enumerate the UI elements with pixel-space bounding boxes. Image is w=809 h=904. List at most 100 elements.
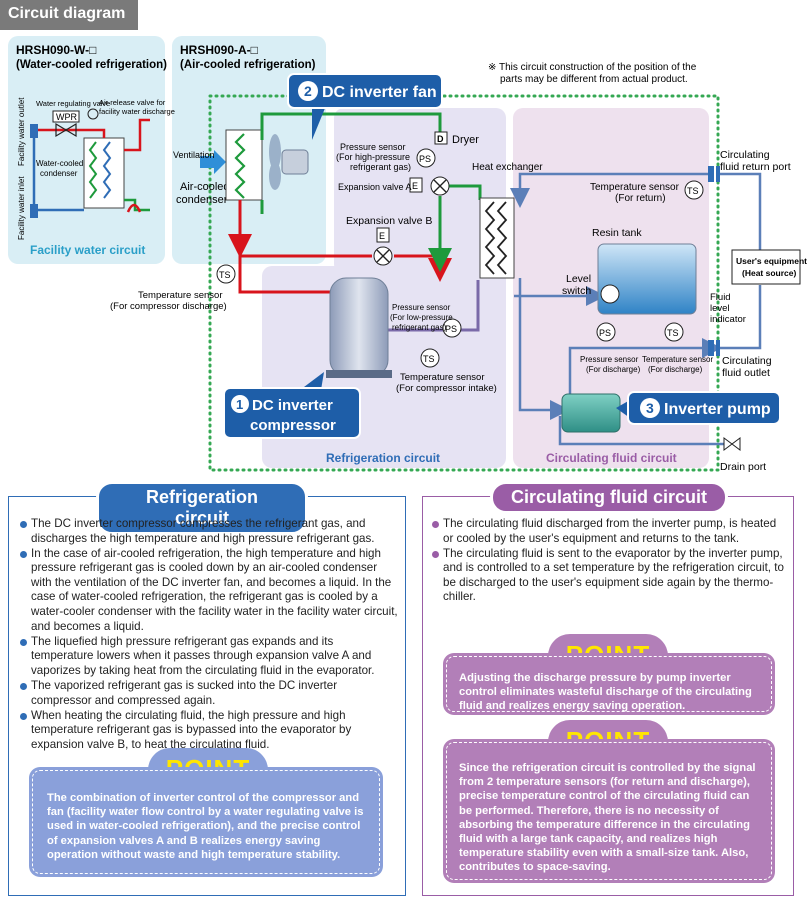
facility-outlet-label: Facility water outlet <box>17 97 26 166</box>
svg-text:TS: TS <box>423 354 435 364</box>
svg-text:TS: TS <box>219 270 231 280</box>
refrigeration-bullet: In the case of air-cooled refrigeration,… <box>20 547 398 635</box>
ps-discharge <box>596 322 616 342</box>
refrigeration-circuit-label: Refrigeration circuit <box>326 451 440 465</box>
circulating-point2-box: Since the refrigeration circuit is contr… <box>446 742 772 880</box>
dc-inverter-fan-label: DC inverter fan <box>322 84 437 101</box>
return-port <box>708 166 714 182</box>
circulating-title: Circulating fluid circuit <box>490 481 728 514</box>
facility-water-circuit-label: Facility water circuit <box>30 243 145 257</box>
ts-discharge-label-1: Temperature sensor <box>138 290 222 301</box>
page-header: Circuit diagram <box>0 0 138 30</box>
users-label-1: User's equipment <box>736 256 807 266</box>
water-condenser-label-2: condenser <box>40 169 78 178</box>
air-release-valve-icon <box>87 108 99 120</box>
liquid-line <box>260 112 442 140</box>
ts-return-label-2: (For return) <box>615 193 666 204</box>
refrigeration-bullet: The DC inverter compressor compresses th… <box>20 517 398 546</box>
ps-low-label-1: Pressure sensor <box>392 303 451 312</box>
compressor-label-2: compressor <box>250 417 336 434</box>
refrigeration-bullets: The DC inverter compressor compresses th… <box>20 517 398 753</box>
ps-low-label-3: refrigerant gas) <box>392 323 447 332</box>
refrigeration-point-text: The combination of inverter control of t… <box>47 792 364 861</box>
svg-text:E: E <box>412 181 418 191</box>
circuit-boundary <box>208 94 720 472</box>
circulating-bullet: The circulating fluid discharged from th… <box>432 517 786 546</box>
note-line1: ※ This circuit construction of the posit… <box>488 62 697 73</box>
level-switch-label-1: Level <box>566 273 591 285</box>
compressor-callout <box>223 387 361 439</box>
compressor-label-1: DC inverter <box>252 397 333 414</box>
drain-valve-icon <box>723 437 733 451</box>
circuit-diagram: HRSH090-W-□ (Water-cooled refrigeration)… <box>8 36 807 473</box>
ts-return-label-1: Temperature sensor <box>590 182 680 193</box>
water-regulating-valve-icon <box>55 122 68 138</box>
fan-motor <box>281 149 309 175</box>
discharge-fluid-line <box>568 338 722 410</box>
refrigeration-bullet: The liquefied high pressure refrigerant … <box>20 635 398 679</box>
ts-compressor-discharge <box>216 264 236 284</box>
svg-text:TS: TS <box>687 186 699 196</box>
arv-label-2: facility water discharge <box>99 107 175 116</box>
air-condenser-label-1: Air-cooled <box>180 181 230 193</box>
low-pressure-sensor <box>442 318 462 338</box>
ts-discharge <box>664 322 684 342</box>
facility-inlet-label: Facility water inlet <box>17 176 26 240</box>
ventilation-label: Ventilation <box>173 150 215 160</box>
ts-intake-label-1: Temperature sensor <box>400 372 484 383</box>
exp-b-label: Expansion valve B <box>346 215 432 227</box>
tank-to-pump-line <box>518 278 570 420</box>
circulating-point1-text: Adjusting the discharge pressure by pump… <box>459 672 752 713</box>
refrigeration-bullet: The vaporized refrigerant gas is sucked … <box>20 679 398 708</box>
outlet-label-2: fluid outlet <box>722 367 770 379</box>
fli-label-2: level <box>710 303 730 314</box>
ps-low-label-2: (For low-pressure <box>390 313 453 322</box>
users-equipment <box>731 249 801 285</box>
svg-text:1: 1 <box>236 397 243 412</box>
svg-text:D: D <box>437 134 444 144</box>
ventilation-arrow-icon <box>200 150 226 174</box>
svg-text:TS: TS <box>667 328 679 338</box>
inverter-pump-callout <box>627 391 781 425</box>
ts-dis-label-1: Temperature sensor <box>642 355 713 364</box>
wrv-label: Water regulating valve <box>36 99 110 108</box>
ts-discharge-label-2: (For compressor discharge) <box>110 301 227 312</box>
dc-inverter-compressor <box>329 277 389 377</box>
ts-return <box>684 180 704 200</box>
outlet-port <box>708 340 714 356</box>
heat-exchanger <box>479 197 515 279</box>
circulating-bullets: The circulating fluid discharged from th… <box>432 517 786 606</box>
air-model-name: HRSH090-A-□ <box>180 43 258 57</box>
level-switch-label-2: switch <box>562 285 591 297</box>
return-port-label-1: Circulating <box>720 149 770 161</box>
high-pressure-sensor <box>416 148 436 168</box>
ps-high-label-3: refrigerant gas) <box>350 162 411 172</box>
facility-water-inlet-port <box>30 204 38 218</box>
air-model-sub: (Air-cooled refrigeration) <box>180 59 316 71</box>
air-condenser-label-2: condenser <box>176 194 228 206</box>
water-model-name: HRSH090-W-□ <box>16 43 96 57</box>
fli-label-3: indicator <box>710 314 746 325</box>
dc-inverter-fan-callout <box>287 73 443 109</box>
ts-dis-label-2: (For discharge) <box>648 365 703 374</box>
expansion-valve-b-actuator <box>376 227 390 243</box>
circulating-bullet: The circulating fluid is sent to the eva… <box>432 547 786 605</box>
users-label-2: (Heat source) <box>742 268 796 278</box>
resin-tank-label: Resin tank <box>592 227 642 239</box>
fluid-return-line <box>510 172 712 208</box>
svg-text:PS: PS <box>599 328 611 338</box>
discharge-line <box>238 200 330 294</box>
arv-label-1: Air release valve for <box>99 98 166 107</box>
dryer-label: Dryer <box>452 134 479 146</box>
inverter-pump-label: Inverter pump <box>664 401 771 418</box>
refrigeration-point-box: The combination of inverter control of t… <box>32 770 380 874</box>
water-model-sub: (Water-cooled refrigeration) <box>16 59 167 71</box>
fli-label-1: Fluid <box>710 292 731 303</box>
refrigeration-bullet: When heating the circulating fluid, the … <box>20 709 398 753</box>
return-port-label-2: fluid return port <box>720 161 791 173</box>
facility-water-outlet-port <box>30 124 38 138</box>
circulating-circuit-label: Circulating fluid circuit <box>546 451 677 465</box>
inverter-pump <box>561 393 621 433</box>
ps-high-label-1: Pressure sensor <box>340 142 406 152</box>
outlet-label-1: Circulating <box>722 355 772 367</box>
